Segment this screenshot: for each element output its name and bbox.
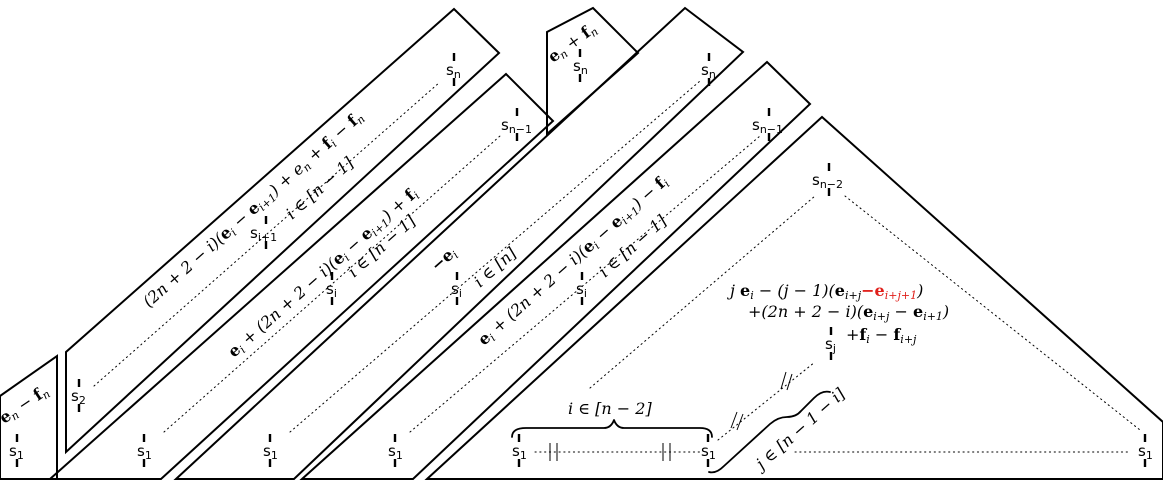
formula-r1: en − fn xyxy=(0,381,53,429)
formula-r7-line1: j ei − (j − 1)(ei+j−ei+j+1) xyxy=(727,281,923,302)
node-si-r6: si xyxy=(576,280,587,300)
node-sn1-r3: sn−1 xyxy=(501,116,532,136)
brace-diagonal xyxy=(708,390,831,474)
frame-region-3 xyxy=(47,72,555,480)
node-s1-r1: s1 xyxy=(9,442,24,462)
node-sn-r5: sn xyxy=(701,61,716,81)
node-sj-r7: sj xyxy=(825,335,836,355)
frame-region-5 xyxy=(173,6,745,480)
node-s1-r3: s1 xyxy=(137,442,152,462)
highlight-term: −e xyxy=(861,281,885,300)
tick-marks xyxy=(549,371,793,461)
node-s1b-r7: s1 xyxy=(701,442,716,462)
dotted-lines xyxy=(93,80,1141,453)
brace-label-i: i ∈ [n − 2] xyxy=(568,399,652,418)
dots-r7-diag xyxy=(717,361,816,441)
node-s1a-r7: s1 xyxy=(512,442,527,462)
node-sn-r4: sn xyxy=(573,57,588,77)
node-s1-r5: s1 xyxy=(263,442,278,462)
node-sn-r2: sn xyxy=(446,61,461,81)
range-r5: i ∈ [n] xyxy=(470,243,521,291)
node-si-r3: si xyxy=(326,280,337,300)
formula-r7-line2: +(2n + 2 − i)(ei+j − ei+1) xyxy=(748,302,949,323)
weight-r5: −ei xyxy=(427,243,461,277)
node-si-r5: si xyxy=(451,280,462,300)
frame-region-6 xyxy=(299,60,812,480)
dots-r6 xyxy=(409,135,761,433)
dots-r7-left xyxy=(589,195,816,389)
node-si1-r2: si+1 xyxy=(250,224,277,244)
node-s1-r6: s1 xyxy=(388,442,403,462)
node-labels: s1 s2 si+1 sn s1 si sn−1 sn s1 si sn s1 … xyxy=(9,57,1153,462)
node-s2-r2: s2 xyxy=(71,387,86,407)
dots-r2 xyxy=(93,81,441,387)
node-s1c-r7: s1 xyxy=(1138,442,1153,462)
frame-region-7 xyxy=(424,115,1163,480)
brace-horizontal xyxy=(511,419,713,438)
frame-region-2 xyxy=(65,7,501,455)
formula-r7-line3: +fi − fi+j xyxy=(846,325,917,346)
node-sn2-r7: sn−2 xyxy=(812,171,843,191)
frame-region-1 xyxy=(0,354,58,480)
frames xyxy=(0,6,1163,480)
dots-r7-right xyxy=(844,195,1141,431)
dots-r5 xyxy=(289,80,701,433)
node-markers xyxy=(15,49,1147,467)
node-sn1-r6: sn−1 xyxy=(752,116,783,136)
